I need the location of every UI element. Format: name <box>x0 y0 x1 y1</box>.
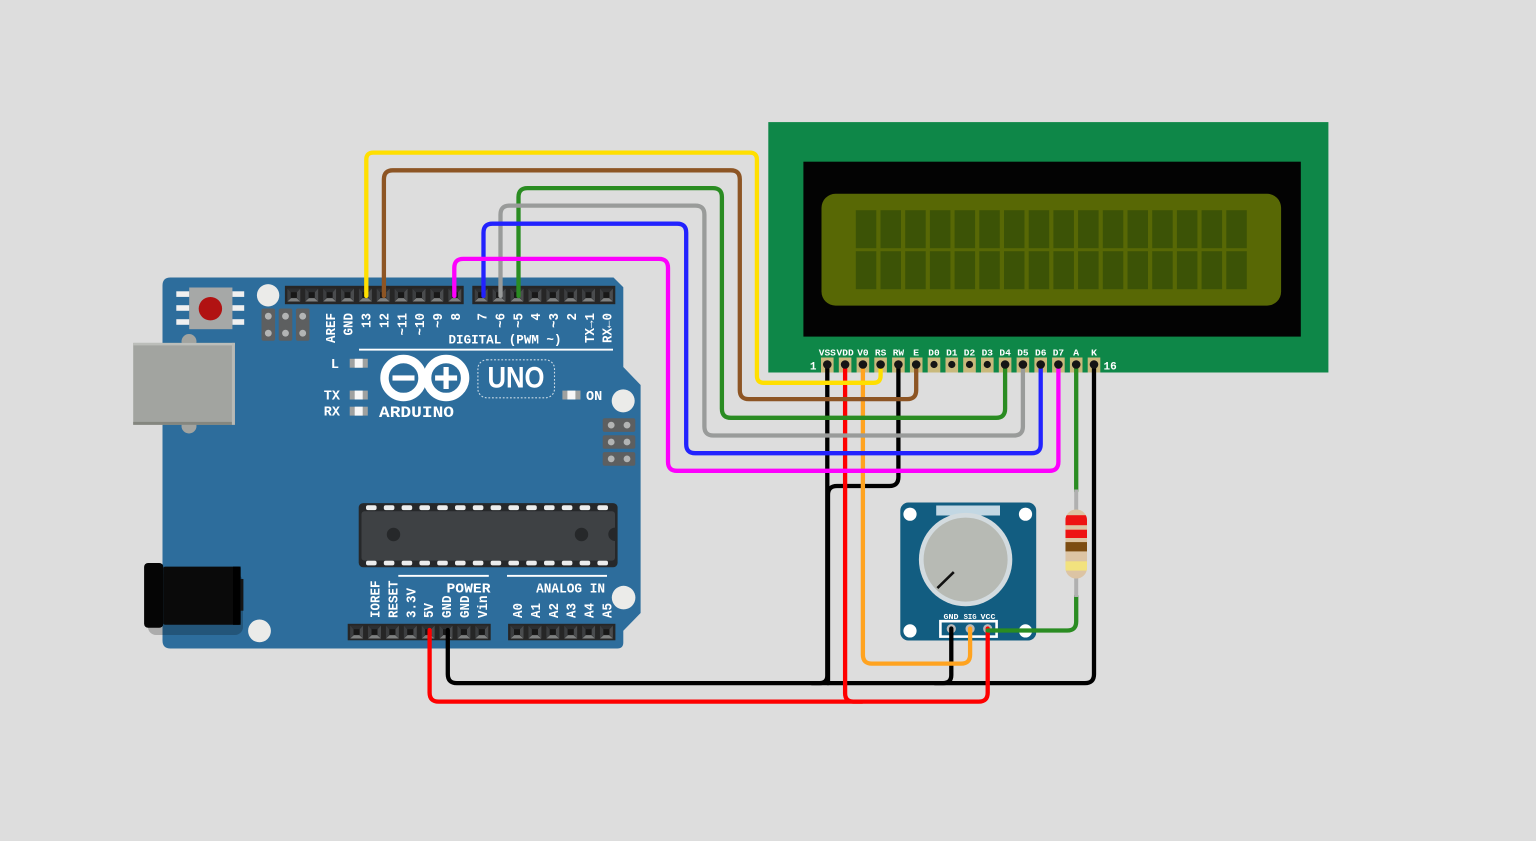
svg-text:8: 8 <box>449 313 465 321</box>
svg-text:K: K <box>1091 348 1097 359</box>
svg-text:2: 2 <box>565 313 581 321</box>
svg-text:12: 12 <box>377 313 393 328</box>
svg-text:16: 16 <box>1104 362 1117 374</box>
svg-text:5V: 5V <box>422 602 438 618</box>
svg-text:ANALOG IN: ANALOG IN <box>536 582 605 598</box>
svg-text:D7: D7 <box>1053 348 1065 359</box>
svg-text:GND: GND <box>944 614 960 622</box>
svg-text:V0: V0 <box>857 348 869 359</box>
svg-text:3.3V: 3.3V <box>404 587 420 618</box>
svg-text:RS: RS <box>875 348 887 359</box>
svg-text:A5: A5 <box>601 603 617 618</box>
svg-text:4: 4 <box>529 313 545 321</box>
svg-text:GND: GND <box>440 596 456 619</box>
svg-text:POWER: POWER <box>447 582 492 598</box>
svg-text:RX←0: RX←0 <box>601 313 617 343</box>
svg-text:D1: D1 <box>946 348 958 359</box>
svg-text:~5: ~5 <box>511 313 527 328</box>
svg-text:Vin: Vin <box>476 596 492 619</box>
svg-text:E: E <box>913 348 919 359</box>
svg-text:ARDUINO: ARDUINO <box>379 404 454 422</box>
svg-text:~10: ~10 <box>413 313 429 336</box>
svg-text:1: 1 <box>810 362 817 374</box>
svg-text:GND: GND <box>342 313 358 336</box>
svg-text:D6: D6 <box>1035 348 1047 359</box>
svg-text:D5: D5 <box>1017 348 1029 359</box>
svg-text:VCC: VCC <box>981 614 997 622</box>
svg-text:VDD: VDD <box>837 348 854 359</box>
svg-text:D3: D3 <box>982 348 994 359</box>
svg-text:IOREF: IOREF <box>369 581 385 619</box>
svg-text:UNO: UNO <box>488 362 545 395</box>
svg-text:L: L <box>331 358 339 373</box>
svg-text:DIGITAL (PWM ~): DIGITAL (PWM ~) <box>449 333 562 348</box>
svg-text:~6: ~6 <box>493 313 509 328</box>
svg-text:~3: ~3 <box>547 313 563 328</box>
svg-text:D0: D0 <box>928 348 940 359</box>
svg-text:GND: GND <box>458 596 474 619</box>
svg-text:A: A <box>1073 348 1079 359</box>
svg-text:TX: TX <box>324 390 341 405</box>
svg-text:TX→1: TX→1 <box>583 313 599 343</box>
svg-text:~11: ~11 <box>395 313 411 336</box>
svg-text:VSS: VSS <box>819 348 836 359</box>
svg-text:A0: A0 <box>511 603 527 618</box>
svg-text:A2: A2 <box>547 603 563 618</box>
svg-text:A3: A3 <box>565 603 581 618</box>
svg-text:RX: RX <box>324 406 341 421</box>
svg-text:SIG: SIG <box>964 614 977 622</box>
svg-text:A4: A4 <box>583 603 599 618</box>
svg-text:AREF: AREF <box>324 313 340 343</box>
svg-text:A1: A1 <box>529 603 545 618</box>
svg-text:D4: D4 <box>999 348 1011 359</box>
svg-text:RW: RW <box>893 348 905 359</box>
svg-text:D2: D2 <box>964 348 976 359</box>
svg-text:ON: ON <box>586 390 602 405</box>
svg-text:RESET: RESET <box>387 581 403 619</box>
svg-text:7: 7 <box>476 313 492 321</box>
svg-text:13: 13 <box>360 313 376 328</box>
svg-text:~9: ~9 <box>431 313 447 328</box>
